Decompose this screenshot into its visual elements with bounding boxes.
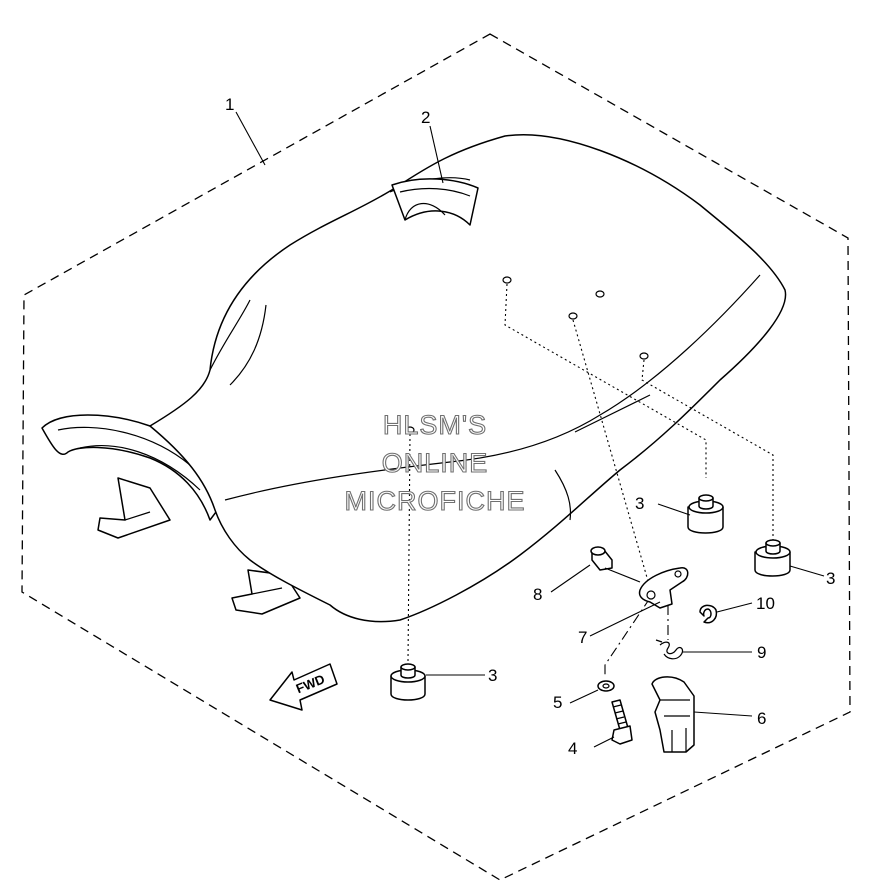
washer-5: [597, 680, 615, 692]
latch-6: [651, 676, 695, 753]
damper-3a: [687, 494, 724, 534]
assembly-boundary: [21, 33, 851, 881]
callout-3b: 3: [826, 569, 835, 588]
watermark: HLSM'S ONLINE MICROFICHE: [344, 409, 526, 516]
bolt-4: [611, 699, 633, 745]
leader-lines: [235, 111, 825, 748]
damper-3b: [754, 539, 791, 577]
callout-1: 1: [225, 95, 234, 114]
assembly-lines: [407, 283, 774, 678]
callout-5: 5: [553, 693, 562, 712]
damper-3c: [390, 663, 426, 701]
watermark-line-1: HLSM'S: [383, 410, 487, 440]
callout-3a: 3: [635, 494, 644, 513]
callout-labels: 1 2 3 3 3 4 5 6 7 8 9 10: [225, 95, 835, 758]
collar-8: [590, 546, 613, 571]
callout-6: 6: [757, 709, 766, 728]
watermark-line-2: ONLINE: [382, 448, 489, 478]
callout-3c: 3: [488, 666, 497, 685]
watermark-line-3: MICROFICHE: [345, 486, 526, 516]
fwd-arrow: FWD: [269, 663, 338, 711]
callout-8: 8: [533, 585, 542, 604]
seat-body: [41, 134, 787, 623]
bracket-7: [638, 567, 689, 609]
spring-9: [655, 639, 684, 660]
seat-front-bracket: [97, 477, 171, 539]
callout-7: 7: [578, 628, 587, 647]
callout-2: 2: [421, 108, 430, 127]
callout-10: 10: [756, 594, 775, 613]
clip-10: [699, 604, 718, 624]
callout-9: 9: [757, 643, 766, 662]
seat-outline: [149, 134, 787, 623]
seat-mounting-holes: [405, 276, 649, 434]
seat-strap: [391, 178, 479, 226]
callout-4: 4: [568, 739, 577, 758]
